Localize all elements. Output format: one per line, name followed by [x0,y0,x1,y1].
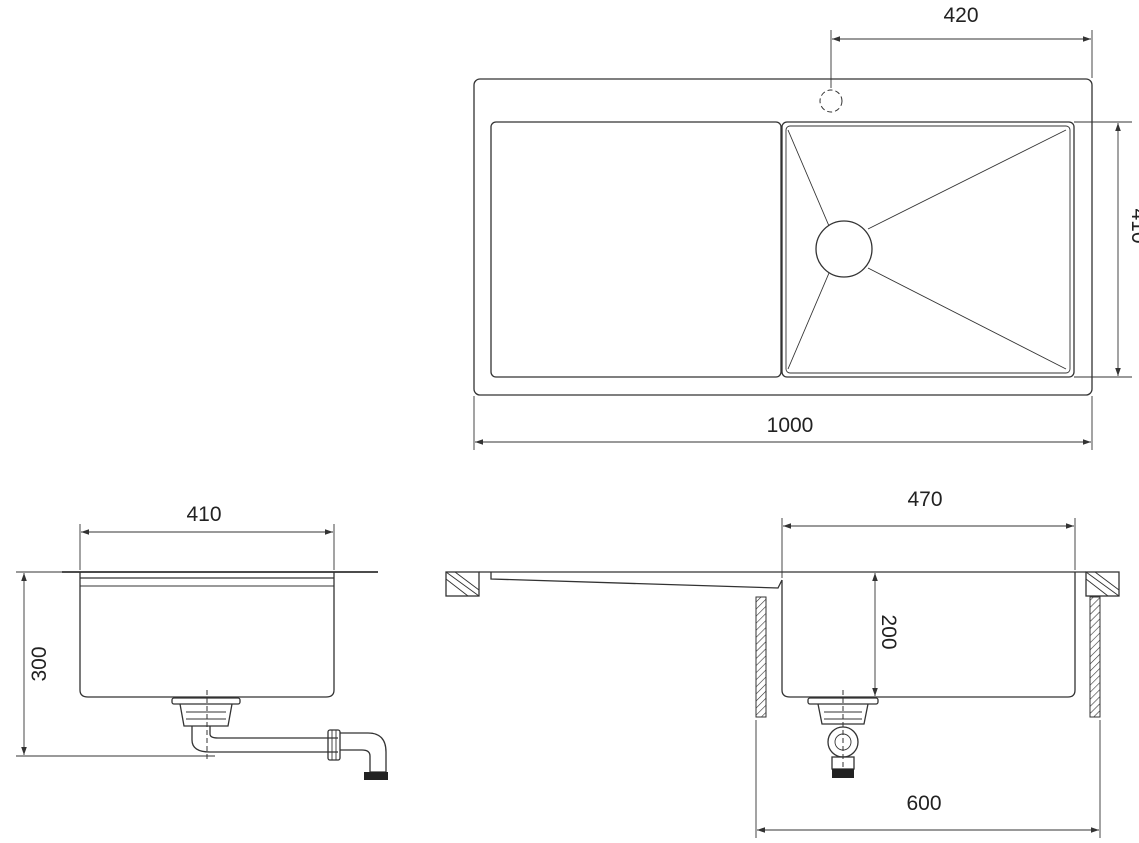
dimension-side-height: 300 [16,571,215,757]
dim-side-bowl-width-label: 410 [186,503,221,526]
side-bowl-body [79,572,335,698]
front-bowl-body [781,572,1076,698]
front-waste-fitting-icon [807,690,879,778]
side-waste-fitting-icon [171,690,388,780]
dimension-front-bowl-depth: 200 [872,573,900,696]
right-worktop-section [1085,571,1120,597]
drainboard-area [490,121,782,378]
dim-cabinet-width-label: 600 [906,792,941,815]
dim-front-bowl-width-label: 470 [907,488,942,511]
cabinet-wall-right [1089,596,1101,718]
dimension-tap-offset: 420 [830,4,1093,88]
bowl-inner-edge [785,125,1071,374]
dim-depth-label: 410 [1127,208,1139,243]
sink-outline [473,78,1093,396]
bowl-slope-lines [787,129,1067,370]
dim-front-bowl-depth-label: 200 [877,614,900,649]
side-view: 410 300 [16,503,388,780]
cabinet-wall-left [755,596,767,718]
dim-total-width-label: 1000 [767,414,814,437]
dimension-cabinet-width: 600 [755,720,1101,838]
dim-side-height-label: 300 [28,646,51,681]
dimension-total-width: 1000 [473,396,1093,450]
dim-tap-offset-label: 420 [943,4,978,27]
top-view: 420 410 1000 [473,4,1139,450]
dimension-side-bowl-width: 410 [79,503,335,570]
dimension-front-bowl-width: 470 [781,488,1076,578]
front-view: 470 200 600 [445,488,1120,838]
bowl-area [781,121,1075,378]
tap-hole-icon [819,89,843,113]
dimension-depth: 410 [1074,121,1139,378]
left-worktop-section [445,571,480,597]
drain-hole-icon [815,220,873,278]
